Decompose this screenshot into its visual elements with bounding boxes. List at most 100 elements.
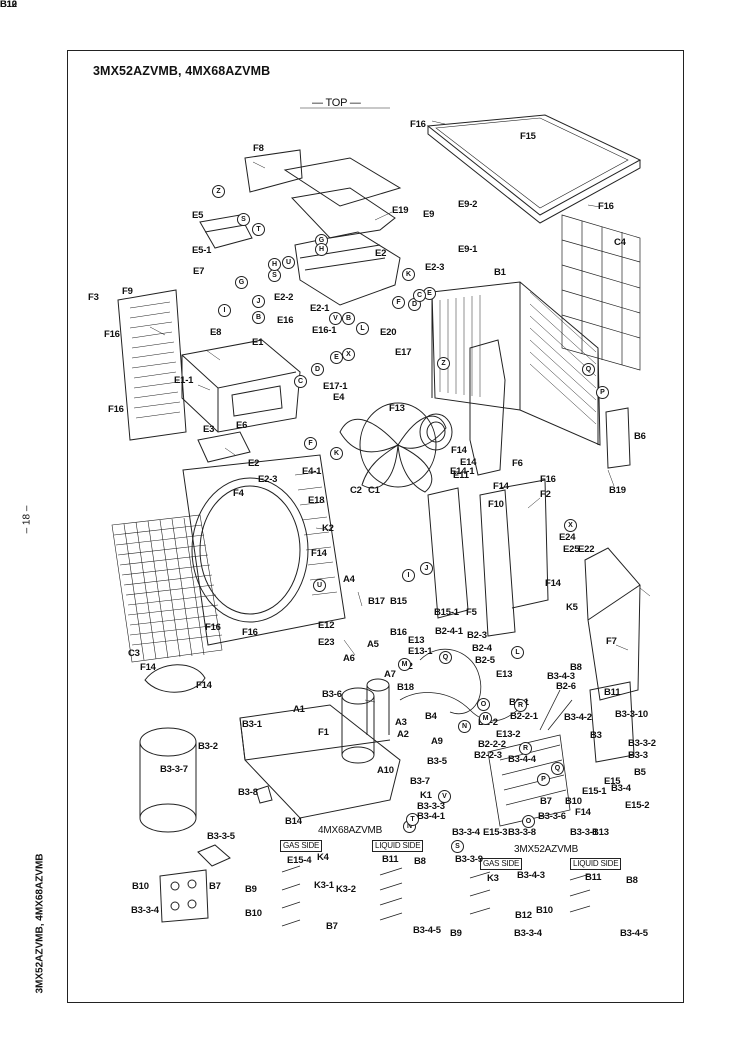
drain-plug-k1 [255, 785, 273, 804]
callout-b2-3: B2-3 [467, 630, 487, 641]
callout-b8: B8 [414, 856, 426, 867]
connector-marker-t: T [252, 223, 265, 236]
callout-b10: B10 [132, 881, 149, 892]
callout-e13-1: E13-1 [408, 646, 433, 657]
callout-b3-3: B3-3 [628, 750, 648, 761]
callout-e14-1: E14-1 [450, 466, 475, 477]
callout-e2: E2 [375, 248, 387, 259]
model-4mx-header: 4MX68AZVMB [318, 825, 383, 836]
callout-f14: F14 [575, 807, 591, 818]
gas-side-4mx: GAS SIDE [280, 840, 323, 852]
insulation-f8 [244, 149, 402, 207]
callout-c4: C4 [614, 237, 626, 248]
callout-b17: B17 [368, 596, 385, 607]
fan-motor-e14 [419, 413, 453, 451]
callout-b14: B14 [285, 816, 302, 827]
connector-marker-i: I [402, 569, 415, 582]
callout-b10: B10 [245, 908, 262, 919]
callout-b3-3-3: B3-3-3 [417, 801, 445, 812]
callout-f9: F9 [122, 286, 133, 297]
callout-b3-7: B3-7 [410, 776, 430, 787]
callout-b1: B1 [494, 267, 506, 278]
callout-b3-3-7: B3-3-7 [160, 764, 188, 775]
connector-marker-l: L [356, 322, 369, 335]
connector-marker-f: F [392, 296, 405, 309]
callout-f15: F15 [520, 131, 536, 142]
callout-b3: B3 [590, 730, 602, 741]
callout-e15-3: E15-3 [483, 827, 508, 838]
callout-b3-4-1: B3-4-1 [417, 811, 445, 822]
callout-e2-3: E2-3 [425, 262, 445, 273]
callout-e9: E9 [423, 209, 435, 220]
callout-k5: K5 [566, 602, 578, 613]
partition-plate-f10 [479, 479, 549, 637]
connector-marker-r: R [519, 742, 532, 755]
callout-e18: E18 [308, 495, 325, 506]
callout-b3-3-1: B3-3-1 [570, 827, 598, 838]
leader-lines [149, 107, 651, 703]
valve-set-drawings [281, 865, 591, 927]
callout-b2-2-3: B2-2-3 [474, 750, 502, 761]
connector-marker-o: O [522, 815, 535, 828]
callout-f2: F2 [540, 489, 551, 500]
callout-c1: C1 [368, 485, 380, 496]
callout-e15: E15 [604, 776, 621, 787]
callout-e13: E13 [496, 669, 513, 680]
callout-c3: C3 [128, 648, 140, 659]
callout-a6: A6 [343, 653, 355, 664]
callout-b3-4-5: B3-4-5 [620, 928, 648, 939]
callout-a3: A3 [395, 717, 407, 728]
terminal-block-e5 [199, 214, 253, 249]
diagram-frame [67, 50, 684, 1003]
connector-marker-x: X [564, 519, 577, 532]
connector-marker-z: Z [212, 185, 225, 198]
callout-e22: E22 [578, 544, 595, 555]
callout-b3-5: B3-5 [427, 756, 447, 767]
callout-b10: B10 [565, 796, 582, 807]
propeller-fan-c1 [339, 402, 447, 493]
callout-a1: A1 [293, 704, 305, 715]
callout-a5: A5 [367, 639, 379, 650]
callout-b2-4: B2-4 [472, 643, 492, 654]
callout-b3-3-2: B3-3-2 [628, 738, 656, 749]
callout-e13-2: E13-2 [496, 729, 521, 740]
callout-k4: K4 [317, 852, 329, 863]
callout-b3-6: B3-6 [322, 689, 342, 700]
liquid-side-3mx: LIQUID SIDE [570, 858, 622, 870]
callout-b2-4-1: B2-4-1 [435, 626, 463, 637]
rear-grille-c4 [561, 214, 641, 371]
connector-marker-b: B [252, 311, 265, 324]
connector-marker-s: S [451, 840, 464, 853]
callout-b9: B9 [245, 884, 257, 895]
heat-exchanger-b1 [431, 281, 601, 446]
connector-marker-f: F [304, 437, 317, 450]
callout-a7: A7 [384, 669, 396, 680]
callout-b4: B4 [425, 711, 437, 722]
connector-marker-h: H [268, 258, 281, 271]
connector-marker-u: U [282, 256, 295, 269]
callout-f5: F5 [466, 607, 477, 618]
callout-b3-4-2: B3-4-2 [564, 712, 592, 723]
callout-e15-2: E15-2 [625, 800, 650, 811]
callout-f16: F16 [598, 201, 614, 212]
drain-heater-a10 [139, 664, 206, 833]
front-grille-c3 [111, 514, 223, 663]
callout-c2: C2 [350, 485, 362, 496]
callout-b10: B10 [0, 0, 17, 10]
connector-marker-v: V [438, 790, 451, 803]
callout-b15-1: B15-1 [434, 607, 459, 618]
callout-b3-4-3: B3-4-3 [517, 870, 545, 881]
callout-b3-3-5: B3-3-5 [207, 831, 235, 842]
callout-e1-1: E1-1 [174, 375, 194, 386]
callout-b3-3-10: B3-3-10 [615, 709, 648, 720]
connector-marker-k: K [402, 268, 415, 281]
callout-b3-1: B3-1 [242, 719, 262, 730]
callout-b6: B6 [634, 431, 646, 442]
callout-f10: F10 [488, 499, 504, 510]
side-panel-f3 [117, 289, 187, 441]
callout-e2-1: E2-1 [310, 303, 330, 314]
right-side-panel-f7 [584, 547, 641, 701]
callout-f14: F14 [196, 680, 212, 691]
connector-marker-o: O [477, 698, 490, 711]
connector-marker-d: D [311, 363, 324, 376]
